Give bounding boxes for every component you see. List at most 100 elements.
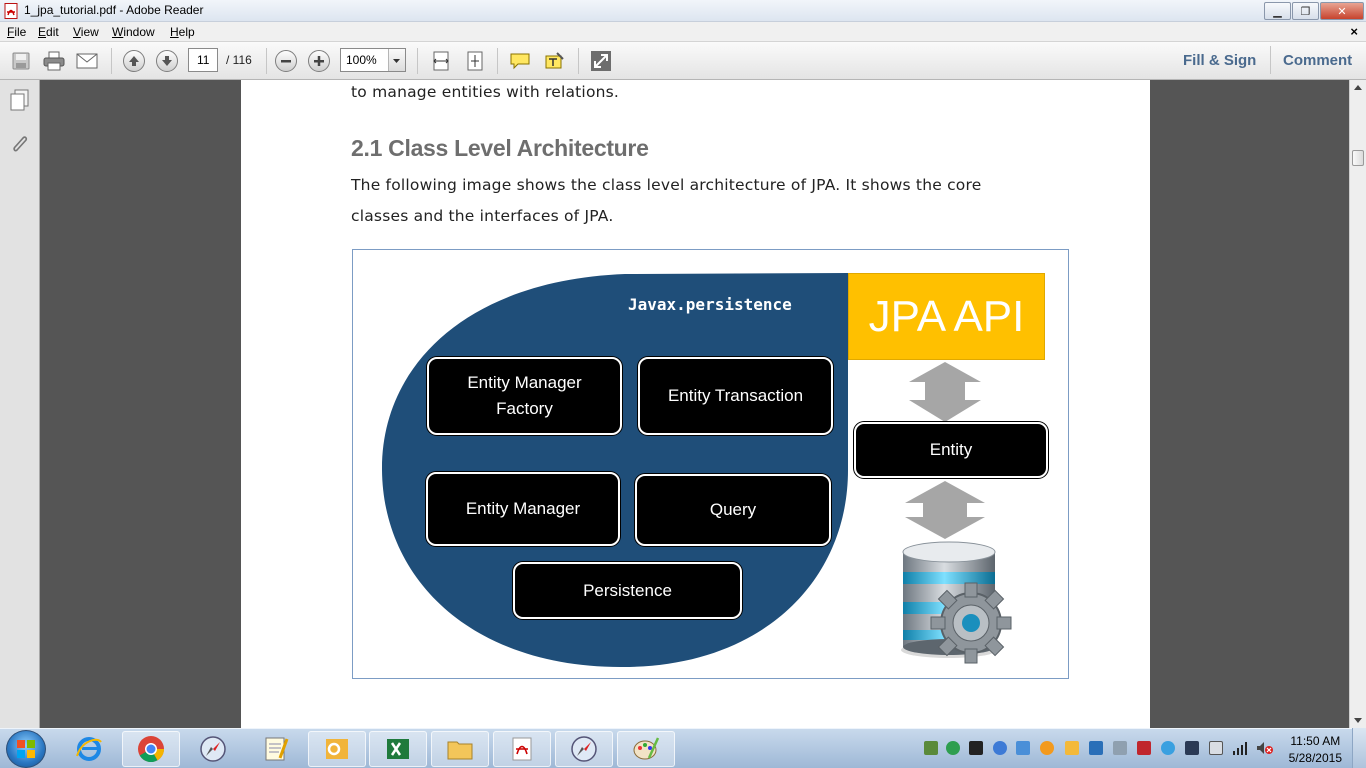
tray-flag-icon[interactable] [1209,741,1223,755]
restore-button[interactable]: ❐ [1292,2,1319,20]
tray-bluetooth-icon[interactable] [1016,741,1030,755]
title-bar: 1_jpa_tutorial.pdf - Adobe Reader ▁ ❐ ✕ [0,0,1366,22]
menu-bar: File Edit View Window Help × [0,22,1366,42]
paint-palette-icon [633,737,660,760]
fill-and-sign-button[interactable]: Fill & Sign [1183,52,1257,69]
zoom-dropdown-button[interactable] [388,49,405,71]
close-document-button[interactable]: × [1350,24,1358,39]
tray-usb-icon[interactable] [1113,741,1127,755]
close-window-button[interactable]: ✕ [1320,2,1364,20]
persistence-box: Persistence [513,562,742,619]
save-button[interactable] [8,48,34,74]
next-page-button[interactable] [154,48,180,74]
start-button[interactable] [6,730,46,768]
taskbar-internet-explorer[interactable] [60,731,118,767]
page-total: / 116 [226,53,252,67]
notepad-icon [265,737,289,761]
scroll-up-icon[interactable] [1353,83,1363,91]
fit-width-button[interactable] [428,48,454,74]
taskbar-adobe-reader[interactable] [493,731,551,767]
entity-transaction-box: Entity Transaction [638,357,833,435]
highlight-button[interactable] [541,48,567,74]
highlighter-icon [545,52,564,69]
print-button[interactable] [41,48,67,74]
vertical-scrollbar[interactable] [1349,80,1366,728]
tray-outlook-icon[interactable] [1065,741,1079,755]
tray-cloud-icon[interactable] [1161,741,1175,755]
attachments-button[interactable] [8,132,32,161]
fit-window-icon [467,51,483,71]
taskbar-chrome[interactable] [122,731,180,767]
restore-icon: ❐ [1300,5,1311,18]
clock-date: 5/28/2015 [1288,751,1342,765]
taskbar-outlook[interactable] [308,731,366,767]
show-desktop-button[interactable] [1352,728,1366,768]
comment-panel-button[interactable]: Comment [1283,52,1353,69]
folder-icon [447,741,473,760]
body-text-line: classes and the interfaces of JPA. [351,207,614,225]
expand-icon [591,51,611,71]
menu-window[interactable]: Window [112,25,155,39]
excel-icon [387,739,409,759]
tray-security-icon[interactable] [924,741,938,755]
taskbar-excel[interactable] [369,731,427,767]
clock-time: 11:50 AM [1290,734,1341,748]
close-icon: ✕ [1337,5,1347,18]
double-arrow-icon [909,362,981,422]
box-label: Factory [496,399,553,418]
window-title: 1_jpa_tutorial.pdf - Adobe Reader [24,3,204,17]
menu-edit[interactable]: Edit [38,25,59,39]
taskbar-safari-window[interactable] [555,731,613,767]
taskbar-paint[interactable] [617,731,675,767]
taskbar-explorer[interactable] [431,731,489,767]
body-text-line: The following image shows the class leve… [351,176,982,194]
email-button[interactable] [74,48,100,74]
tray-update-icon[interactable] [1040,741,1054,755]
double-arrow-icon [905,481,985,539]
tray-display-icon[interactable] [1185,741,1199,755]
scrollbar-thumb[interactable] [1352,150,1364,166]
chrome-icon [138,736,165,763]
system-clock[interactable]: 11:50 AM 5/28/2015 [1289,733,1342,767]
entity-box: Entity [854,422,1048,478]
tray-audio-driver-icon[interactable] [969,741,983,755]
tray-adobe-icon[interactable] [1137,741,1151,755]
arrow-up-icon [129,56,139,66]
full-screen-button[interactable] [588,48,614,74]
previous-page-button[interactable] [121,48,147,74]
network-signal-icon[interactable] [1232,741,1248,755]
arrow-down-icon [162,56,172,66]
menu-file[interactable]: File [7,25,27,39]
pages-icon [10,89,29,111]
chevron-down-icon [393,59,400,63]
tray-network-app-icon[interactable] [993,741,1007,755]
taskbar-notepad[interactable] [246,731,304,767]
taskbar-safari[interactable] [184,731,242,767]
page-thumbnails-button[interactable] [8,88,32,117]
windows-logo-icon [17,740,35,758]
tray-sync-icon[interactable] [946,741,960,755]
adobe-reader-icon [512,737,532,761]
jpa-api-box: JPA API [848,273,1045,360]
printer-icon [43,51,65,71]
volume-muted-icon[interactable] [1256,741,1274,755]
zoom-out-button[interactable] [273,48,299,74]
minus-icon [281,60,291,63]
zoom-in-button[interactable] [306,48,332,74]
outlook-icon [326,739,348,759]
entity-manager-box: Entity Manager [426,472,620,546]
fit-page-button[interactable] [462,48,488,74]
add-note-button[interactable] [507,48,533,74]
envelope-icon [76,53,98,69]
zoom-select[interactable]: 100% [340,48,406,72]
internet-explorer-icon [76,737,102,761]
minimize-button[interactable]: ▁ [1264,2,1291,20]
box-label: Entity Manager [467,373,582,392]
menu-view[interactable]: View [73,25,99,39]
tray-app-icon[interactable] [1089,741,1103,755]
page-number-input[interactable]: 11 [188,48,218,72]
scroll-down-icon[interactable] [1353,717,1363,725]
menu-help[interactable]: Help [170,25,195,39]
package-label: Javax.persistence [628,295,792,314]
